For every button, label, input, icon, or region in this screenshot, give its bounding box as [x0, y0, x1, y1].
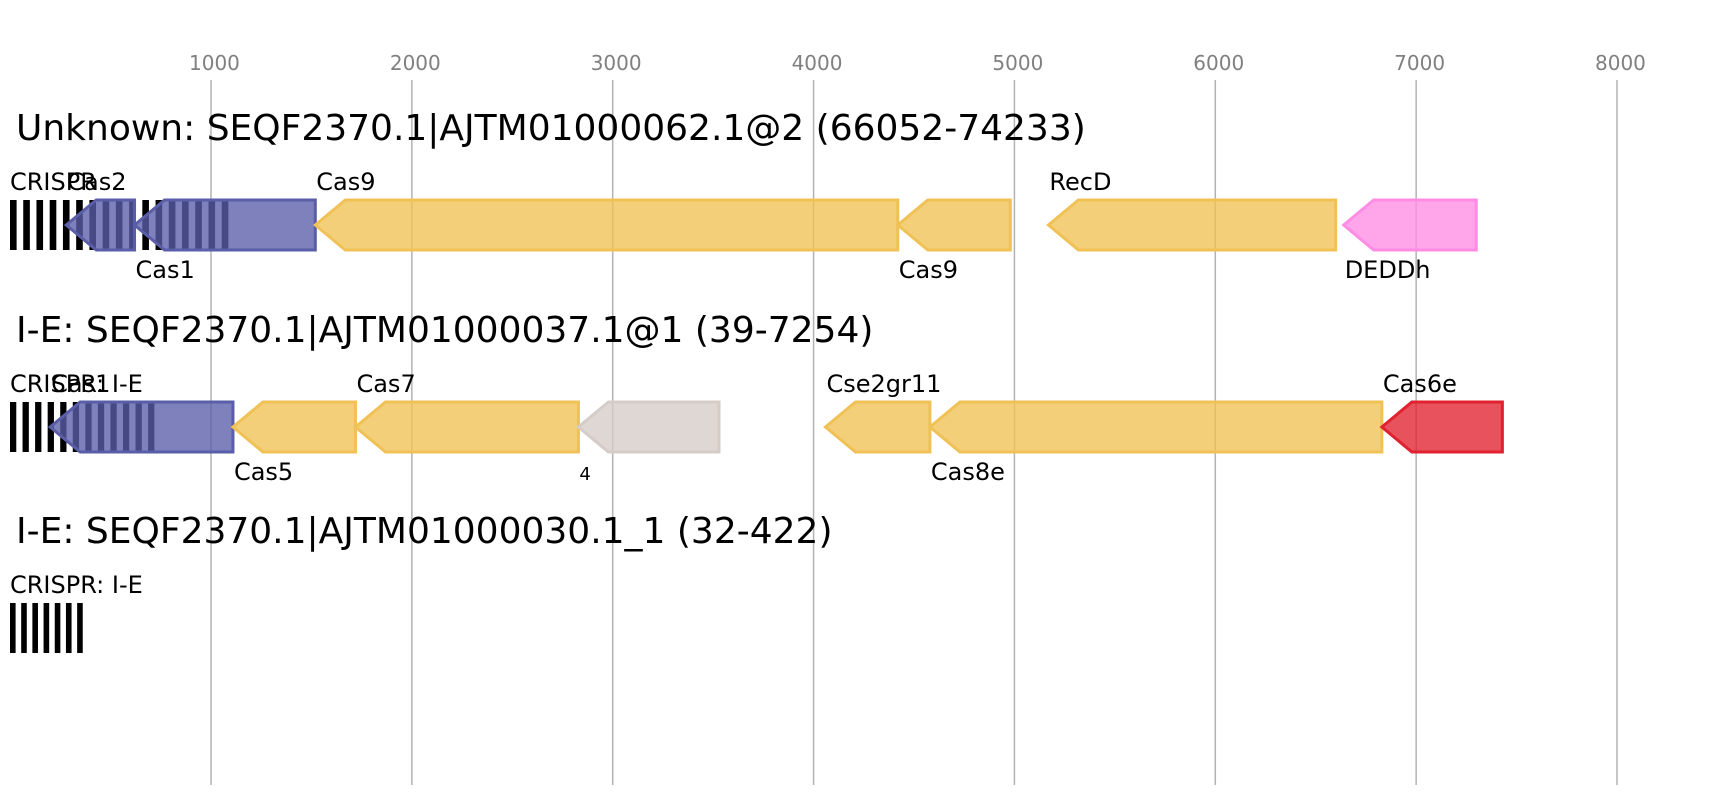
- gene-arrow: [895, 198, 1012, 252]
- crispr-repeat: [10, 402, 17, 452]
- locus-title: I-E: SEQF2370.1|AJTM01000030.1_1 (32-422…: [16, 511, 833, 552]
- axis-tick-label: 3000: [591, 51, 642, 75]
- crispr-label: CRISPR: I-E: [10, 370, 143, 398]
- gene-label: Cas6e: [1383, 370, 1457, 398]
- gene-arrow: [1341, 198, 1478, 252]
- gene-arrow: [576, 400, 721, 454]
- gene-label: Cas8e: [931, 458, 1005, 486]
- locus-1: Unknown: SEQF2370.1|AJTM01000062.1@2 (66…: [10, 108, 1478, 284]
- locus-3: I-E: SEQF2370.1|AJTM01000030.1_1 (32-422…: [10, 511, 833, 653]
- axis-tick-label: 5000: [992, 51, 1043, 75]
- gene-label: Cas7: [356, 370, 415, 398]
- gene-arrow: [1379, 400, 1504, 454]
- crispr-label: CRISPR: I-E: [10, 571, 143, 599]
- gene-label: DEDDh: [1345, 256, 1431, 284]
- crispr-repeat: [21, 603, 27, 653]
- crispr-repeat: [32, 603, 38, 653]
- gene-arrow: [132, 198, 317, 252]
- crispr-label: CRISPR: [10, 168, 97, 196]
- gene-arrow: [230, 400, 357, 454]
- gene-arrow: [927, 400, 1384, 454]
- crispr-repeat: [22, 402, 29, 452]
- gene-label: 4: [579, 464, 590, 485]
- crispr-repeat: [43, 603, 50, 653]
- gene-label: RecD: [1049, 168, 1111, 196]
- gene-label: Cas9: [899, 256, 958, 284]
- locus-title: I-E: SEQF2370.1|AJTM01000037.1@1 (39-725…: [16, 310, 873, 351]
- locus-title: Unknown: SEQF2370.1|AJTM01000062.1@2 (66…: [16, 108, 1086, 149]
- crispr-repeat: [49, 200, 57, 250]
- gene-label: Cse2gr11: [826, 370, 941, 398]
- gene-label: Cas5: [234, 458, 293, 486]
- axis-tick-label: 6000: [1193, 51, 1244, 75]
- gene-label: Cas1: [136, 256, 195, 284]
- crispr-repeat: [36, 200, 44, 250]
- gene-arrow: [1046, 198, 1338, 252]
- gene-arrow: [47, 400, 235, 454]
- gene-arrow: [312, 198, 900, 252]
- gene-label: Cas1: [51, 370, 110, 398]
- loci-layer: Unknown: SEQF2370.1|AJTM01000062.1@2 (66…: [10, 108, 1504, 653]
- crispr-repeat: [77, 603, 83, 653]
- gene-arrow: [823, 400, 932, 454]
- crispr-repeat: [35, 402, 42, 452]
- crispr-repeat: [23, 200, 30, 250]
- axis-tick-label: 4000: [792, 51, 843, 75]
- locus-2: I-E: SEQF2370.1|AJTM01000037.1@1 (39-725…: [10, 310, 1504, 486]
- crispr-repeat: [10, 200, 17, 250]
- axis-tick-label: 1000: [189, 51, 240, 75]
- gene-arrow: [353, 400, 580, 454]
- axis-tick-label: 2000: [390, 51, 441, 75]
- axis-tick-label: 7000: [1394, 51, 1445, 75]
- crispr-repeat: [10, 603, 16, 653]
- crispr-repeat: [65, 603, 72, 653]
- gene-label: Cas2: [67, 168, 126, 196]
- gene-label: Cas9: [316, 168, 375, 196]
- crispr-repeat: [54, 603, 61, 653]
- axis-tick-label: 8000: [1595, 51, 1646, 75]
